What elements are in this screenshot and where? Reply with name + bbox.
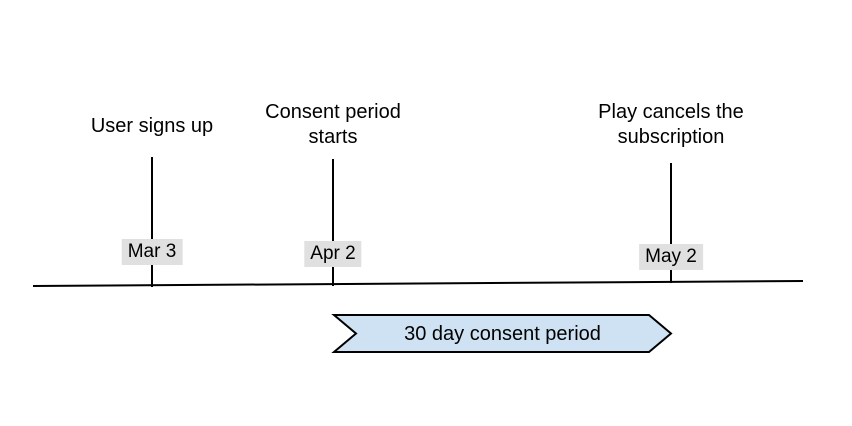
event-label-user-signs-up: User signs up [90,115,214,137]
event-label-play-cancels: Play cancels the subscription [598,101,744,148]
event-label-consent-period-starts: Consent period starts [265,101,401,148]
event-tick-play-cancels [670,163,672,283]
date-badge-mar-3: Mar 3 [121,239,183,265]
date-badge-apr-2: Apr 2 [304,241,362,267]
event-tick-user-signs-up [151,157,153,287]
consent-period-arrow-label: 30 day consent period [404,323,601,345]
timeline-line [32,280,804,287]
consent-period-arrow [331,314,673,353]
date-badge-may-2: May 2 [639,244,703,270]
event-tick-consent-period-starts [332,159,334,286]
